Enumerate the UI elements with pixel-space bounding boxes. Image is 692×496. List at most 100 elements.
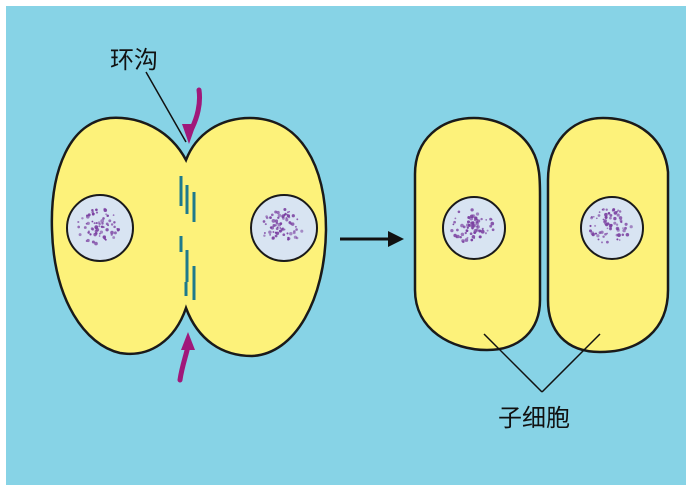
chromatin-dot [268, 230, 272, 234]
chromatin-dot [592, 215, 595, 218]
chromatin-dot [295, 228, 298, 231]
chromatin-dot [290, 222, 295, 226]
chromatin-dot [457, 210, 461, 214]
chromatin-dot [622, 227, 624, 229]
chromatin-dot [300, 229, 304, 233]
chromatin-dot [91, 210, 94, 214]
chromatin-dot [602, 218, 605, 221]
chromatin-dot [278, 229, 282, 233]
chromatin-dot [107, 224, 110, 227]
chromatin-dot [112, 214, 115, 216]
chromatin-dot [484, 232, 487, 235]
spindle-fragments [179, 176, 196, 300]
chromatin-dot [606, 222, 610, 225]
chromatin-dot [98, 222, 101, 226]
chromatin-dot [272, 231, 275, 233]
chromatin-dot [471, 224, 476, 228]
chromatin-dot [112, 236, 116, 239]
chromatin-dot [471, 235, 476, 239]
chromatin-dot [603, 219, 607, 223]
chromatin-dot [606, 240, 609, 244]
chromatin-dot [606, 227, 609, 230]
chromatin-dot [91, 209, 94, 212]
chromatin-dot [464, 238, 469, 242]
chromatin-dot [624, 222, 628, 226]
chromatin-dot [618, 239, 621, 241]
chromatin-dot [98, 225, 101, 228]
chromatin-dot [460, 223, 464, 228]
chromatin-dot [467, 224, 470, 227]
chromatin-dot [103, 207, 107, 211]
chromatin-dot [619, 219, 623, 222]
chromatin-dot [287, 216, 291, 219]
chromatin-dot [456, 228, 459, 232]
chromatin-dot [102, 226, 105, 228]
chromatin-dot [622, 228, 626, 233]
chromatin-dot [475, 212, 480, 216]
chromatin-dot [602, 235, 605, 238]
chromatin-dot [489, 217, 492, 221]
chromatin-dot [478, 235, 482, 239]
daughter-leader-lines [483, 333, 601, 393]
chromatin-dot [283, 228, 286, 231]
chromatin-dot [471, 227, 474, 230]
chromatin-dot [110, 223, 114, 226]
chromatin-dot [282, 217, 285, 220]
chromatin-dot [295, 236, 299, 240]
chromatin-dot [480, 217, 483, 221]
chromatin-dot [86, 221, 90, 226]
chromatin-dot [113, 221, 116, 224]
daughter-left-nucleus [442, 196, 506, 260]
daughter-cell-left [413, 116, 542, 352]
chromatin-dot [285, 217, 288, 220]
chromatin-dot [282, 233, 286, 237]
chromatin-dot [274, 224, 277, 227]
chromatin-dot [607, 211, 611, 215]
chromatin-dot [455, 236, 458, 239]
chromatin-dot [600, 230, 604, 234]
chromatin-dot [288, 221, 291, 224]
chromatin-dot [589, 229, 592, 233]
chromatin-dot [86, 238, 90, 243]
chromatin-dot [291, 214, 295, 218]
chromatin-dot [476, 219, 481, 223]
chromatin-dot [94, 231, 98, 235]
chromatin-dot [292, 231, 296, 235]
chromatin-dot [450, 228, 454, 233]
chromatin-dot [294, 225, 297, 228]
chromatin-dot [101, 222, 104, 225]
chromatin-dot [87, 230, 90, 233]
chromatin-dot [265, 216, 269, 220]
daughter-right-chromatin [589, 208, 633, 244]
chromatin-dot [491, 228, 495, 232]
furrow-leader-line [145, 71, 187, 143]
chromatin-dot [274, 234, 278, 238]
chromatin-dot [475, 221, 479, 226]
chromatin-dot [113, 231, 117, 235]
chromatin-dot [605, 208, 608, 211]
chromatin-dot [110, 230, 114, 235]
chromatin-dot [464, 232, 467, 235]
chromatin-dot [271, 219, 276, 223]
chromatin-dot [462, 240, 465, 244]
chromatin-dot [279, 227, 282, 229]
chromatin-dot [591, 233, 595, 237]
chromatin-dot [275, 221, 279, 225]
chromatin-dot [86, 214, 89, 217]
chromatin-dot [490, 221, 495, 226]
chromatin-dot [102, 235, 107, 239]
chromatin-dot [590, 216, 593, 218]
chromatin-dot [263, 234, 266, 237]
chromatin-dot [594, 224, 597, 227]
chromatin-dot [486, 229, 489, 232]
chromatin-dot [277, 216, 280, 219]
chromatin-dot [113, 225, 116, 229]
chromatin-dot [95, 208, 98, 212]
chromatin-dot [466, 226, 469, 229]
furrow-label: 环沟 [110, 46, 158, 74]
chromatin-dot [469, 232, 473, 236]
chromatin-dot [99, 230, 104, 234]
chromatin-dot [608, 223, 613, 228]
chromatin-dot [598, 211, 601, 213]
